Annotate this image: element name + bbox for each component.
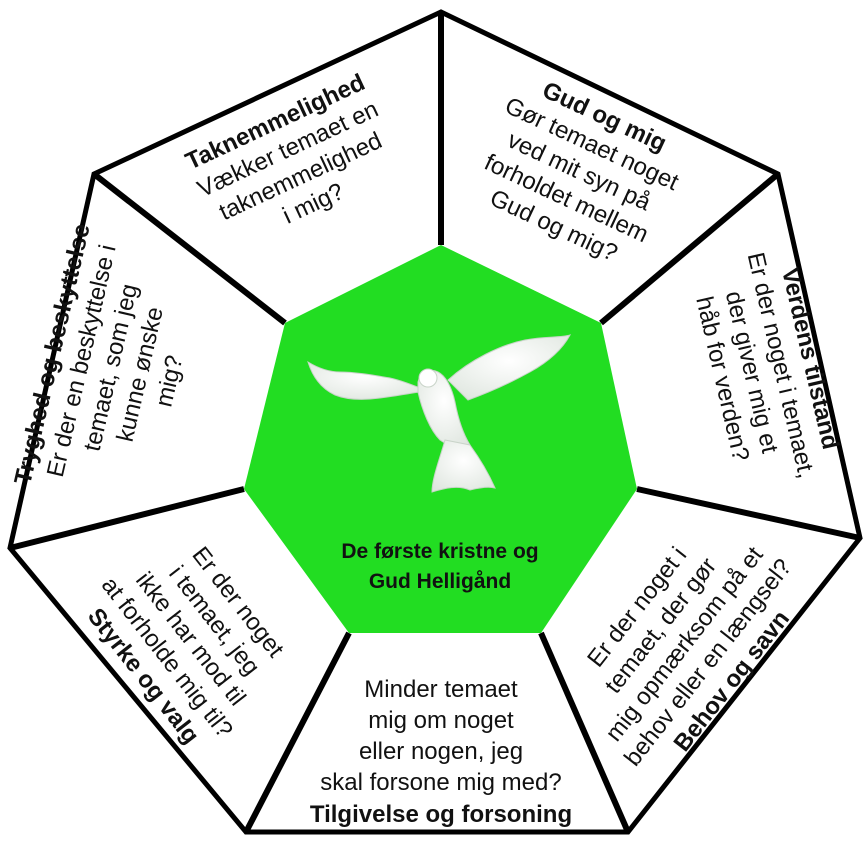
- divider-lower-right: [636, 486, 861, 541]
- segment-line: eller nogen, jeg: [359, 738, 523, 765]
- divider-upper-right: [599, 171, 780, 326]
- segment-line: skal forsone mig med?: [320, 769, 561, 796]
- divider-bottom-right: [538, 631, 631, 834]
- segment-tilgivelse-og-forsoning: Minder temaet mig om noget eller nogen, …: [310, 676, 572, 828]
- segment-line: Minder temaet: [364, 676, 518, 703]
- dove-icon: [307, 334, 572, 493]
- divider-bottom-left: [243, 631, 352, 834]
- divider-upper-left: [92, 171, 287, 326]
- divider-lower-left: [9, 486, 245, 551]
- center-title-line2: Gud Helligånd: [369, 570, 511, 593]
- center-title-line1: De første kristne og: [341, 540, 538, 563]
- segment-title: Tilgivelse og forsoning: [310, 801, 572, 828]
- segment-line: mig om noget: [368, 707, 514, 734]
- segment-dividers: [9, 12, 861, 834]
